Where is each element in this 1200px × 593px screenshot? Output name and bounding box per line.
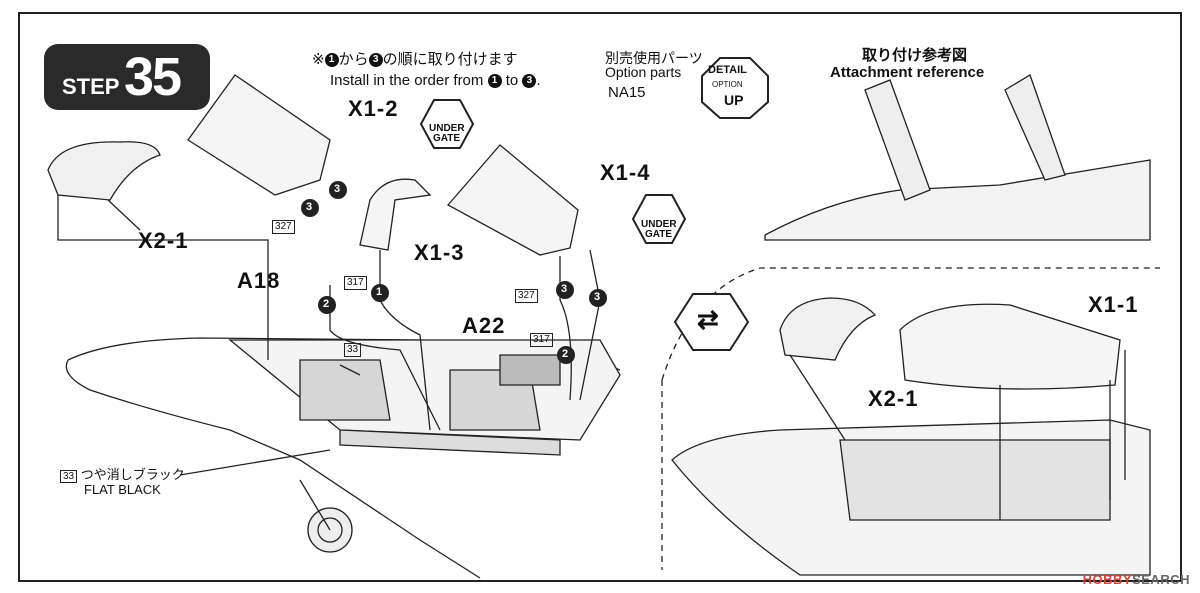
part-label-x1-1: X1-1 bbox=[1088, 292, 1139, 317]
seq-marker-3: 3 bbox=[561, 283, 568, 295]
under-gate-line1: UNDER bbox=[429, 123, 465, 134]
option-parts-en: Option parts bbox=[605, 64, 682, 80]
instruction-jp-suffix: の順に取り付けます bbox=[382, 51, 518, 68]
paint-callout-jp: 33 つや消しブラック bbox=[60, 464, 185, 483]
color-ref-33: 33 bbox=[344, 343, 362, 357]
seq-badge-to-jp: 3 bbox=[368, 53, 383, 68]
watermark-rest: SEARCH bbox=[1132, 572, 1190, 587]
seq-marker-3: 3 bbox=[334, 183, 341, 195]
instruction-en-mid: to bbox=[505, 72, 519, 89]
seq-badge-from-jp: 1 bbox=[324, 53, 339, 68]
under-gate-line2: GATE bbox=[433, 133, 461, 144]
instruction-en: Install in the order from 1 to 3. bbox=[330, 72, 541, 89]
color-ref-327: 327 bbox=[272, 220, 295, 234]
step-word: STEP bbox=[62, 74, 120, 99]
detail-up-badge-bot: UP bbox=[724, 92, 744, 108]
part-label-a18: A18 bbox=[237, 268, 281, 293]
paint-name-en: FLAT BLACK bbox=[84, 482, 161, 497]
instruction-jp-prefix: ※ bbox=[312, 51, 325, 68]
seq-marker-2: 2 bbox=[323, 298, 330, 310]
detail-up-badge-mid: OPTION bbox=[712, 80, 743, 89]
seq-marker-1: 1 bbox=[376, 286, 383, 298]
watermark: HOBBYSEARCH bbox=[1083, 572, 1190, 587]
instruction-en-prefix: Install in the order from bbox=[330, 72, 484, 89]
option-parts-jp: 別売使用パーツ bbox=[605, 50, 703, 66]
part-label-x2-1-left: X2-1 bbox=[138, 228, 189, 253]
under-gate-line1: UNDER bbox=[641, 219, 677, 230]
part-label-x1-4: X1-4 bbox=[600, 160, 651, 185]
seq-badge-from-en: 1 bbox=[487, 74, 502, 89]
paint-name-jp: つや消しブラック bbox=[80, 467, 185, 482]
part-label-x1-3: X1-3 bbox=[414, 240, 465, 265]
instruction-jp-mid: から bbox=[338, 51, 369, 68]
paint-ref-number: 33 bbox=[60, 470, 78, 483]
watermark-brand: HOBBY bbox=[1082, 572, 1133, 587]
step-badge: STEP 35 bbox=[44, 44, 210, 110]
part-label-x1-2: X1-2 bbox=[348, 96, 399, 121]
under-gate-label-1: UNDER GATE bbox=[429, 124, 465, 144]
seq-marker-3: 3 bbox=[594, 291, 601, 303]
seq-marker-2: 2 bbox=[562, 348, 569, 360]
under-gate-label-2: UNDER GATE bbox=[641, 220, 677, 240]
color-ref-327: 327 bbox=[515, 289, 538, 303]
reference-title-jp: 取り付け参考図 bbox=[862, 47, 968, 64]
under-gate-line2: GATE bbox=[645, 229, 673, 240]
detail-up-badge-top: DETAIL bbox=[708, 64, 747, 76]
seq-badge-to-en: 3 bbox=[522, 74, 537, 89]
part-label-x2-1-right: X2-1 bbox=[868, 386, 919, 411]
instruction-en-suffix: . bbox=[536, 72, 541, 89]
color-ref-317: 317 bbox=[530, 333, 553, 347]
color-ref-317: 317 bbox=[344, 276, 367, 290]
swap-arrows-icon: ⇄ bbox=[697, 304, 719, 334]
option-parts-code: NA15 bbox=[608, 84, 646, 101]
step-number: 35 bbox=[124, 47, 182, 107]
seq-marker-3: 3 bbox=[306, 201, 313, 213]
part-label-a22: A22 bbox=[462, 313, 506, 338]
reference-title-en: Attachment reference bbox=[830, 64, 985, 81]
diagram-frame bbox=[18, 12, 1182, 582]
